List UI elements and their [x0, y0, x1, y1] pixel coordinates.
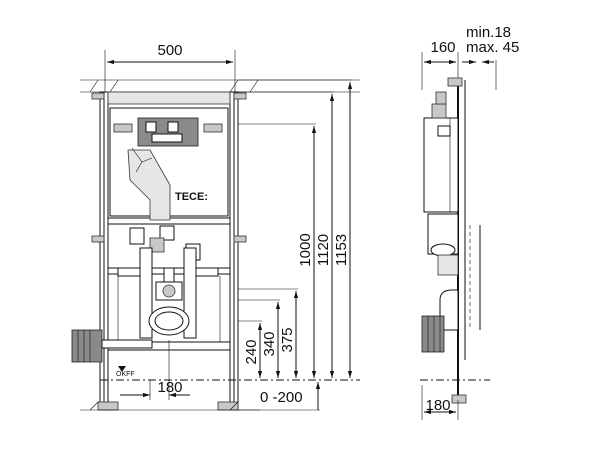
height-240: 240: [243, 339, 260, 364]
waste-pipe: [148, 267, 190, 336]
lower-piping: [421, 213, 459, 353]
floor-label: OKFF: [116, 371, 135, 378]
cistern-side: [423, 91, 459, 213]
width-label: 500: [157, 42, 182, 59]
depth-label: 160: [430, 39, 455, 56]
height-1000: 1000: [297, 233, 314, 266]
half-width-label: 180: [157, 379, 182, 396]
bottom-depth-label: 180: [425, 397, 450, 414]
floor-line: OKFF: [100, 366, 360, 381]
min-label: min.18: [466, 24, 511, 41]
height-375: 375: [279, 327, 296, 352]
top-dimensions: min.18 max. 45 160: [421, 24, 519, 90]
max-label: max. 45: [466, 39, 519, 56]
half-width-dimension: 180: [120, 340, 190, 400]
height-1120: 1120: [315, 234, 332, 266]
width-dimension: 500: [104, 42, 236, 92]
height-1153: 1153: [333, 234, 350, 266]
height-dimensions: 1153 1120 1000 375 340 240 0 -200: [238, 79, 353, 411]
side-view: min.18 max. 45 160: [420, 24, 519, 420]
bottom-floor-hatch: [80, 401, 260, 411]
front-view: 500: [71, 42, 360, 411]
top-ceiling-hatch: [80, 79, 360, 93]
height-340: 340: [261, 331, 278, 356]
left-connection: [71, 329, 153, 363]
frame: [91, 91, 247, 411]
side-floor: 180: [420, 379, 490, 420]
offset-label: 0 -200: [260, 389, 303, 406]
lower-frame: [117, 247, 221, 342]
brand-label: TECE:: [175, 191, 208, 203]
